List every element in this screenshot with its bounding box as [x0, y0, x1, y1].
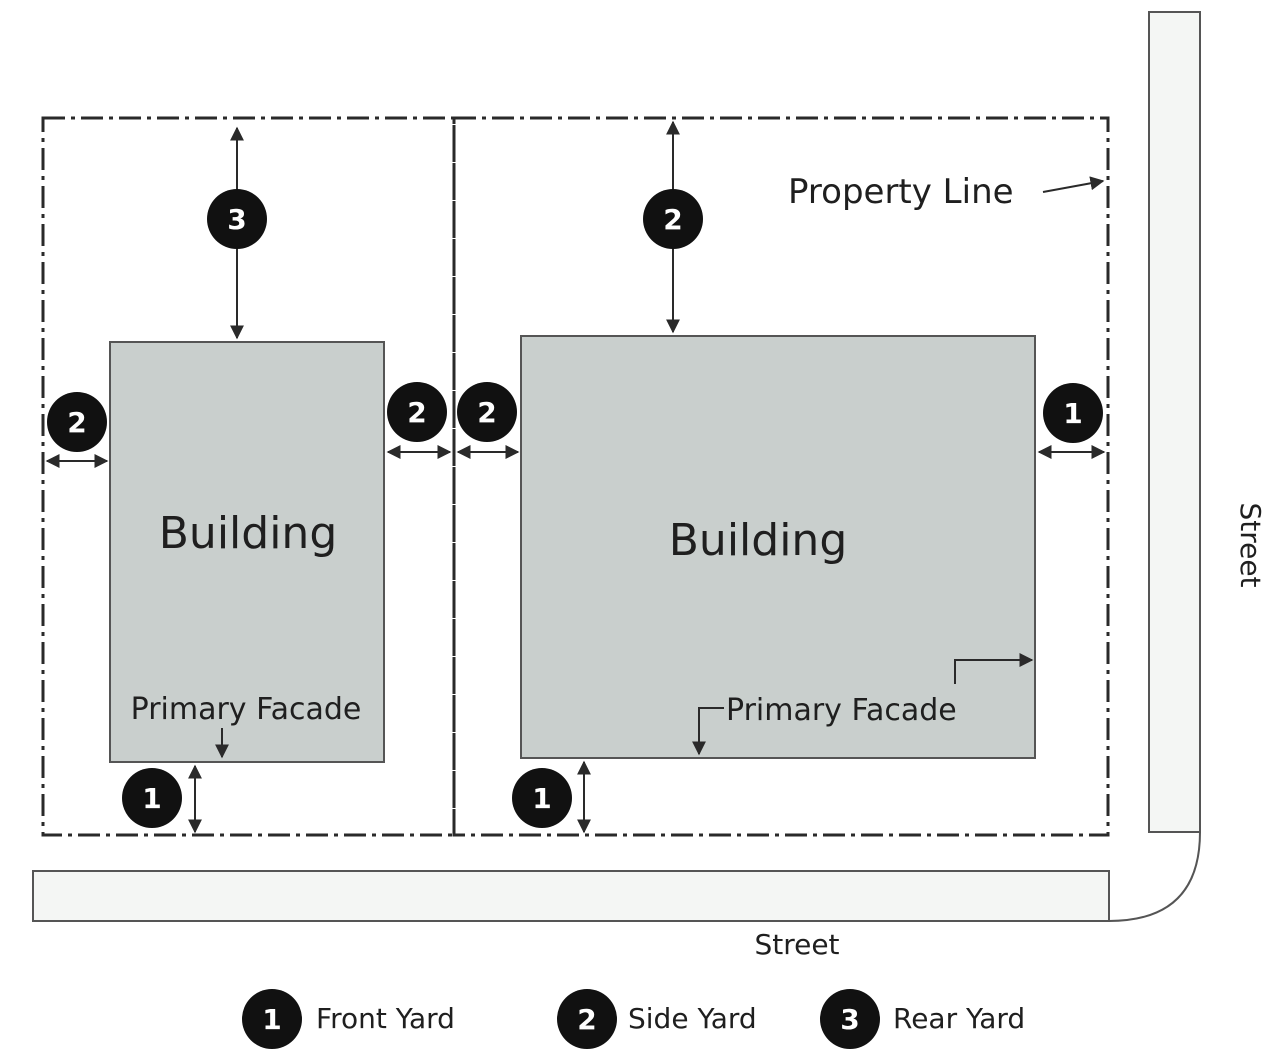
legend-item-front-yard: 1 Front Yard [242, 989, 455, 1049]
building-right [520, 335, 1036, 759]
property-line-label: Property Line [788, 172, 1014, 212]
svg-text:1: 1 [142, 782, 161, 815]
property-line-left-lot [41, 116, 456, 837]
marker-front-left: 1 [122, 768, 182, 828]
legend-item-rear-yard: 3 Rear Yard [820, 989, 1025, 1049]
street-corner-curve [1108, 831, 1201, 922]
primary-facade-right-arrow-front [692, 707, 724, 756]
marker-rear-top-left: 3 [207, 189, 267, 249]
svg-text:1: 1 [532, 782, 551, 815]
property-lines [41, 116, 1110, 837]
primary-facade-left-label: Primary Facade [131, 692, 362, 727]
marker-side-left-outer: 2 [47, 392, 107, 452]
street-label-bottom: Street [754, 928, 839, 961]
svg-text:3: 3 [840, 1003, 859, 1036]
building-left-label: Building [159, 508, 338, 559]
svg-text:1: 1 [1063, 397, 1082, 430]
svg-text:2: 2 [577, 1003, 596, 1036]
svg-text:2: 2 [67, 406, 86, 439]
marker-side-right-lot: 2 [457, 382, 517, 442]
legend-label-rear-yard: Rear Yard [893, 1002, 1025, 1035]
primary-facade-right-label: Primary Facade [726, 693, 957, 728]
street-bottom [32, 870, 1110, 922]
legend-label-side-yard: Side Yard [628, 1002, 757, 1035]
svg-text:3: 3 [227, 203, 246, 236]
building-right-label: Building [669, 515, 848, 566]
svg-text:2: 2 [407, 396, 426, 429]
legend-label-front-yard: Front Yard [316, 1002, 455, 1035]
building-left [109, 341, 385, 763]
property-line-pointer [1042, 176, 1105, 193]
legend-item-side-yard: 2 Side Yard [557, 989, 757, 1049]
primary-facade-right-arrow-side [954, 653, 1034, 684]
svg-text:1: 1 [262, 1003, 281, 1036]
svg-text:2: 2 [663, 203, 682, 236]
marker-front-right: 1 [512, 768, 572, 828]
marker-front-corner: 1 [1043, 383, 1103, 443]
marker-side-left-inner: 2 [387, 382, 447, 442]
marker-side-top-right: 2 [643, 189, 703, 249]
legend: 1 Front Yard 2 Side Yard 3 Rear Yard [242, 989, 1025, 1049]
svg-text:2: 2 [477, 396, 496, 429]
street-right [1148, 11, 1201, 833]
street-label-right: Street [1234, 502, 1267, 587]
